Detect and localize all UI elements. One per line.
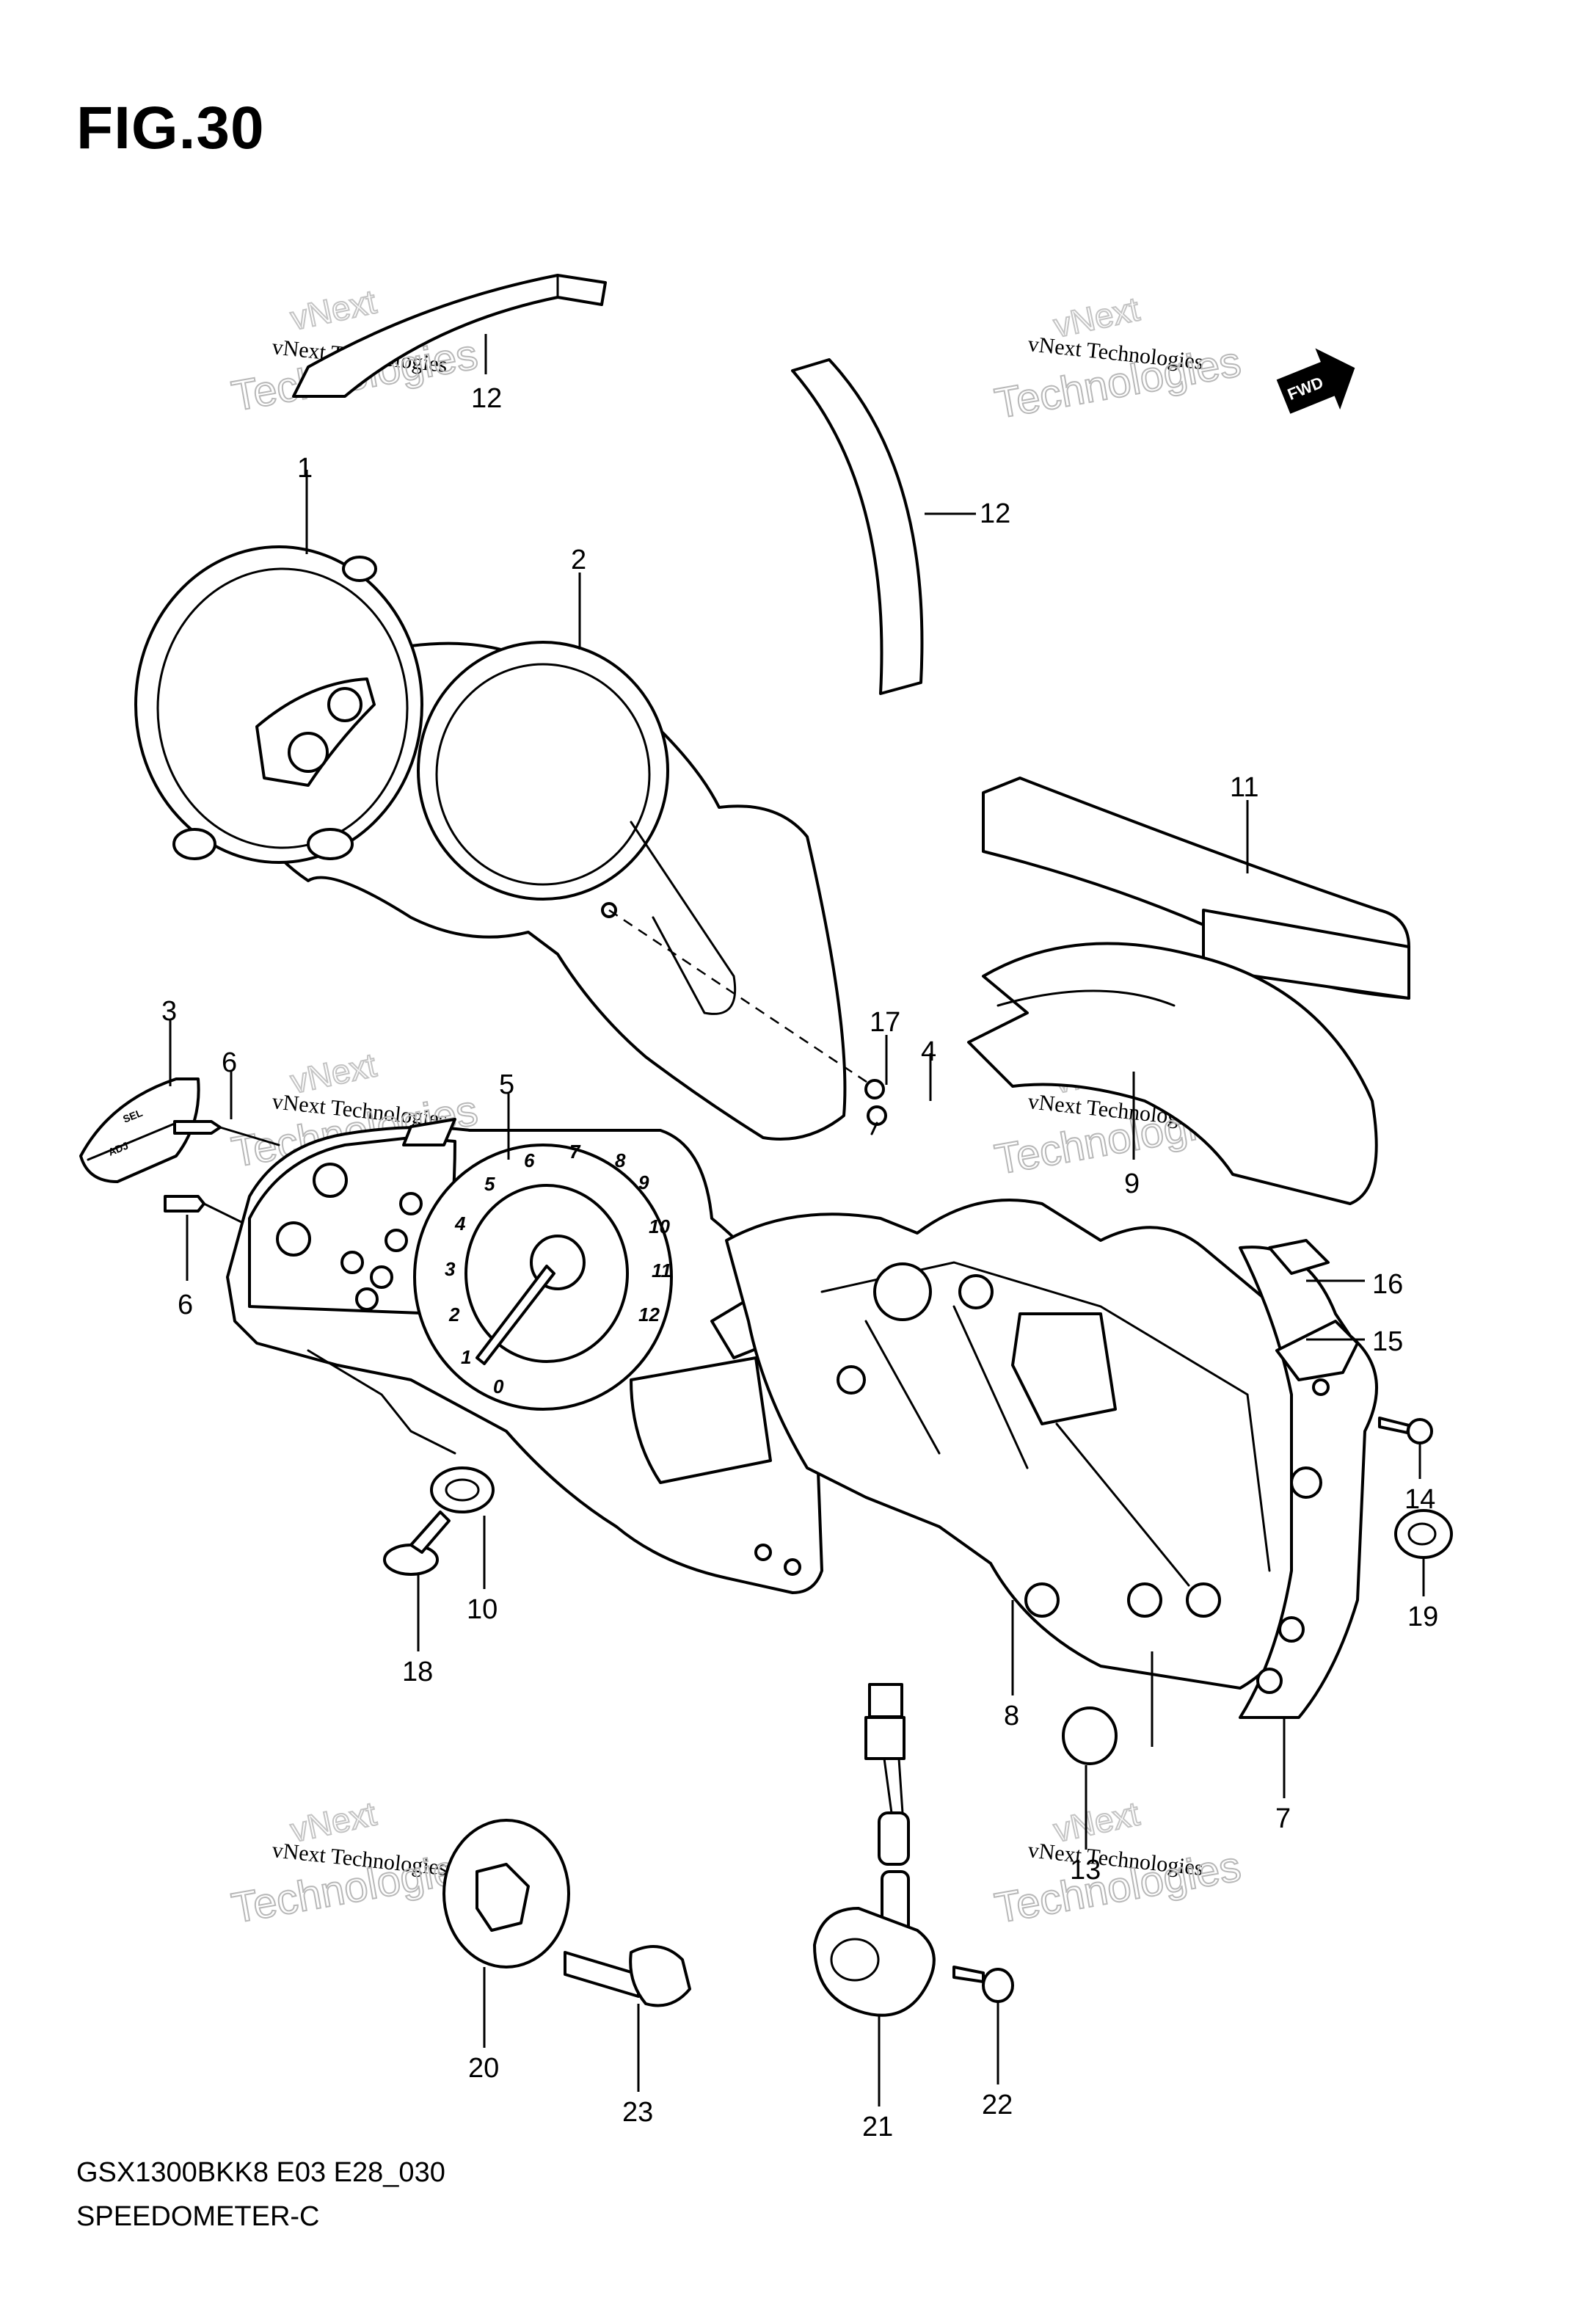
svg-text:3: 3 [445, 1258, 456, 1280]
fwd-arrow-icon: FWD [1276, 348, 1355, 414]
svg-text:2: 2 [448, 1304, 460, 1326]
part-12-trim-strip-right [791, 358, 924, 695]
svg-text:7: 7 [569, 1141, 581, 1163]
svg-text:8: 8 [615, 1149, 626, 1171]
part-6-bulb-upper [173, 1120, 280, 1146]
part-9-reflector [967, 942, 1378, 1205]
part-23-bulb [564, 1945, 691, 2007]
part-18-bolt [383, 1511, 451, 1576]
svg-text:11: 11 [652, 1259, 671, 1282]
callout-4: 4 [921, 1036, 936, 1067]
callout-12-right: 12 [980, 498, 1010, 529]
section-name: SPEEDOMETER-C [76, 2201, 320, 2232]
part-14-screw [1378, 1417, 1433, 1444]
callout-12-left: 12 [471, 383, 502, 414]
mount-dash-line [608, 909, 874, 1088]
part-21-speed-sensor [813, 1683, 936, 2017]
callout-2: 2 [571, 545, 586, 575]
part-12-trim-strip-left [292, 274, 607, 398]
callout-labels: 1 2 3 4 5 6 6 7 8 9 10 11 12 12 13 14 15… [161, 383, 1438, 2142]
part-8-meter-case [725, 1199, 1322, 1690]
part-1-2-meter-cover [134, 545, 847, 1141]
svg-text:12: 12 [638, 1304, 660, 1326]
watermark-bottom-left: vNext vNext Technologies Technologies [227, 1793, 482, 1933]
callout-1: 1 [297, 453, 313, 484]
callout-22: 22 [982, 2090, 1013, 2120]
part-20-bulb-socket [442, 1819, 570, 1969]
callout-23: 23 [622, 2097, 653, 2128]
part-13-cap [1062, 1706, 1118, 1765]
part-10-grommet [430, 1466, 495, 1513]
callout-13: 13 [1070, 1855, 1101, 1886]
svg-text:4: 4 [454, 1213, 466, 1235]
callout-11: 11 [1230, 772, 1258, 803]
part-22-screw [952, 1966, 1014, 2003]
part-15-bracket [1275, 1320, 1359, 1396]
callout-15: 15 [1372, 1326, 1403, 1357]
svg-text:9: 9 [638, 1171, 649, 1193]
part-5-meter-panel [226, 1118, 823, 1594]
callout-3: 3 [161, 996, 177, 1027]
figure-title: FIG.30 [76, 95, 265, 161]
callout-18: 18 [402, 1657, 433, 1687]
diagram-footer: GSX1300BKK8 E03 E28_030 SPEEDOMETER-C [76, 2151, 445, 2239]
callout-17: 17 [870, 1007, 900, 1038]
watermark-bottom-right: vNext vNext Technologies Technologies [991, 1793, 1245, 1933]
callout-20: 20 [468, 2053, 499, 2084]
callout-19: 19 [1407, 1602, 1438, 1632]
svg-text:10: 10 [649, 1215, 670, 1237]
svg-text:vNext: vNext [287, 282, 379, 337]
part-6-bulb-lower [164, 1195, 247, 1226]
part-17-washer [864, 1079, 885, 1099]
callout-6-lower: 6 [178, 1290, 193, 1320]
svg-text:1: 1 [461, 1346, 471, 1368]
svg-text:6: 6 [524, 1149, 535, 1171]
callout-16: 16 [1372, 1269, 1403, 1300]
svg-text:5: 5 [484, 1173, 495, 1195]
part-3-switch-button: SEL ADJ [79, 1077, 200, 1183]
leader-lines [169, 334, 1425, 2106]
speedometer-dial-numbers: 0 1 2 3 4 5 6 7 8 9 10 11 12 [445, 1141, 671, 1397]
svg-text:0: 0 [493, 1375, 504, 1397]
part-19-grommet [1394, 1509, 1453, 1559]
callout-10: 10 [467, 1594, 498, 1625]
watermark-top-right: vNext vNext Technologies Technologies [991, 288, 1245, 428]
callout-14: 14 [1404, 1484, 1435, 1515]
callout-5: 5 [499, 1069, 514, 1100]
part-4-screw [867, 1105, 887, 1135]
callout-8: 8 [1004, 1701, 1019, 1731]
callout-7: 7 [1275, 1803, 1291, 1834]
model-code: GSX1300BKK8 E03 E28_030 [76, 2157, 445, 2188]
part-16-seal [1268, 1239, 1330, 1275]
callout-21: 21 [862, 2112, 893, 2142]
callout-9: 9 [1124, 1168, 1140, 1199]
callout-6-upper: 6 [222, 1047, 237, 1078]
